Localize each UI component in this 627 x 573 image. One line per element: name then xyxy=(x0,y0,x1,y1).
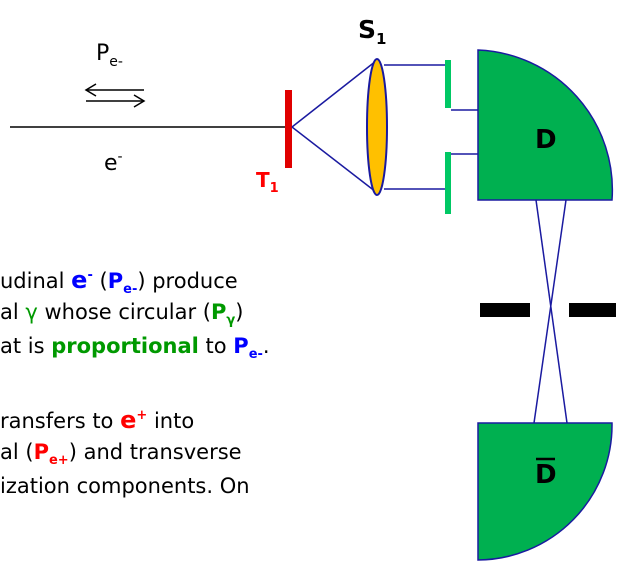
crossing-lines xyxy=(533,199,568,424)
momentum-label: Pe- xyxy=(96,41,123,70)
target-T1 xyxy=(285,90,292,168)
beam-label: e- xyxy=(104,149,123,176)
text-line-5: al (Pe+) and transverse xyxy=(0,440,242,468)
solenoid-S1 xyxy=(366,58,388,196)
momentum-arrows xyxy=(84,83,146,108)
detector-bottom-label: D xyxy=(535,460,557,490)
solenoid-label: S1 xyxy=(358,15,387,48)
solenoid-connectors xyxy=(384,64,448,190)
text-line-6: ization components. On xyxy=(0,474,250,498)
collimator-left xyxy=(480,303,530,317)
detector-bar-lower xyxy=(445,152,451,214)
text-line-3: at is proportional to Pe-. xyxy=(0,334,270,362)
text-line-1: udinal e- (Pe-) produce xyxy=(0,266,238,297)
detector-top-label: D xyxy=(535,125,557,155)
target-rays xyxy=(291,60,377,193)
bar-connectors xyxy=(451,109,478,155)
target-label: T1 xyxy=(256,168,279,196)
detector-D xyxy=(477,49,614,201)
text-line-4: ransfers to e+ into xyxy=(0,406,195,434)
detector-D-bar xyxy=(477,422,613,561)
collimator-right xyxy=(569,303,616,317)
text-line-2: al γ whose circular (Pγ) xyxy=(0,300,244,328)
detector-bar-upper xyxy=(445,60,451,108)
